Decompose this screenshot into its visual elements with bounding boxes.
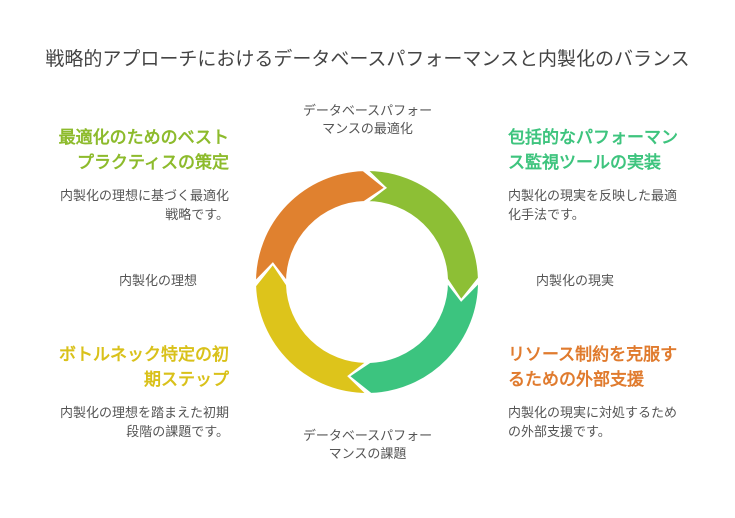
quadrant-top-right-heading: 包括的なパフォーマン ス監視ツールの実装	[508, 126, 723, 176]
quadrant-top-right-desc-line2: 化手法です。	[508, 208, 585, 223]
quadrant-bottom-left-heading-line1: ボトルネック特定の初	[59, 345, 229, 365]
quadrant-bottom-right-desc-line1: 内製化の現実に対処するため	[508, 406, 678, 421]
quadrant-bottom-left-heading: ボトルネック特定の初 期ステップ	[14, 343, 229, 393]
axis-label-top: データベースパフォー マンスの最適化	[265, 103, 470, 139]
quadrant-bottom-left-heading-line2: 期ステップ	[144, 370, 229, 390]
quadrant-bottom-right-desc: 内製化の現実に対処するため の外部支援です。	[508, 404, 723, 442]
axis-label-bottom-line1: データベースパフォー	[302, 429, 433, 444]
quadrant-top-right-heading-line1: 包括的なパフォーマン	[508, 128, 678, 148]
quadrant-top-left-heading-line1: 最適化のためのベスト	[58, 128, 229, 148]
quadrant-top-left-desc-line1: 内製化の理想に基づく最適化	[59, 189, 229, 204]
ring-segment-top-right	[364, 168, 480, 302]
quadrant-top-left-heading-line2: プラクティスの策定	[77, 153, 229, 173]
ring-segment-top-left	[253, 169, 387, 285]
axis-label-left: 内製化の理想	[118, 274, 197, 289]
axis-label-top-line1: データベースパフォー	[302, 104, 433, 119]
quadrant-bottom-right-heading-line2: るための外部支援	[508, 370, 644, 390]
quadrant-top-right-desc-line1: 内製化の現実を反映した最適	[508, 189, 678, 204]
quadrant-bottom-left-desc: 内製化の理想を踏まえた初期 段階の課題です。	[14, 404, 229, 442]
quadrant-top-left-desc-line2: 戦略です。	[165, 208, 229, 223]
page-title: 戦略的アプローチにおけるデータベースパフォーマンスと内製化のバランス	[45, 48, 690, 70]
quadrant-bottom-right-heading: リソース制約を克服す るための外部支援	[508, 343, 723, 393]
ring-segment-bottom-right	[347, 279, 481, 395]
axis-label-bottom-line2: マンスの課題	[328, 447, 407, 462]
quadrant-bottom-left-desc-line2: 段階の課題です。	[126, 425, 229, 440]
axis-label-right: 内製化の現実	[535, 274, 614, 289]
quadrant-top-right-heading-line2: ス監視ツールの実装	[508, 153, 661, 173]
axis-label-top-line2: マンスの最適化	[322, 122, 413, 137]
quadrant-bottom-left-desc-line1: 内製化の理想を踏まえた初期	[59, 406, 229, 421]
quadrant-bottom-right-heading-line1: リソース制約を克服す	[508, 345, 678, 365]
quadrant-top-left-heading: 最適化のためのベスト プラクティスの策定	[14, 126, 229, 176]
ring-segment-bottom-left	[254, 262, 370, 396]
quadrant-top-left-desc: 内製化の理想に基づく最適化 戦略です。	[14, 187, 229, 225]
axis-label-bottom: データベースパフォー マンスの課題	[265, 428, 470, 464]
quadrant-top-right-desc: 内製化の現実を反映した最適 化手法です。	[508, 187, 723, 225]
quadrant-bottom-right-desc-line2: の外部支援です。	[508, 425, 611, 440]
